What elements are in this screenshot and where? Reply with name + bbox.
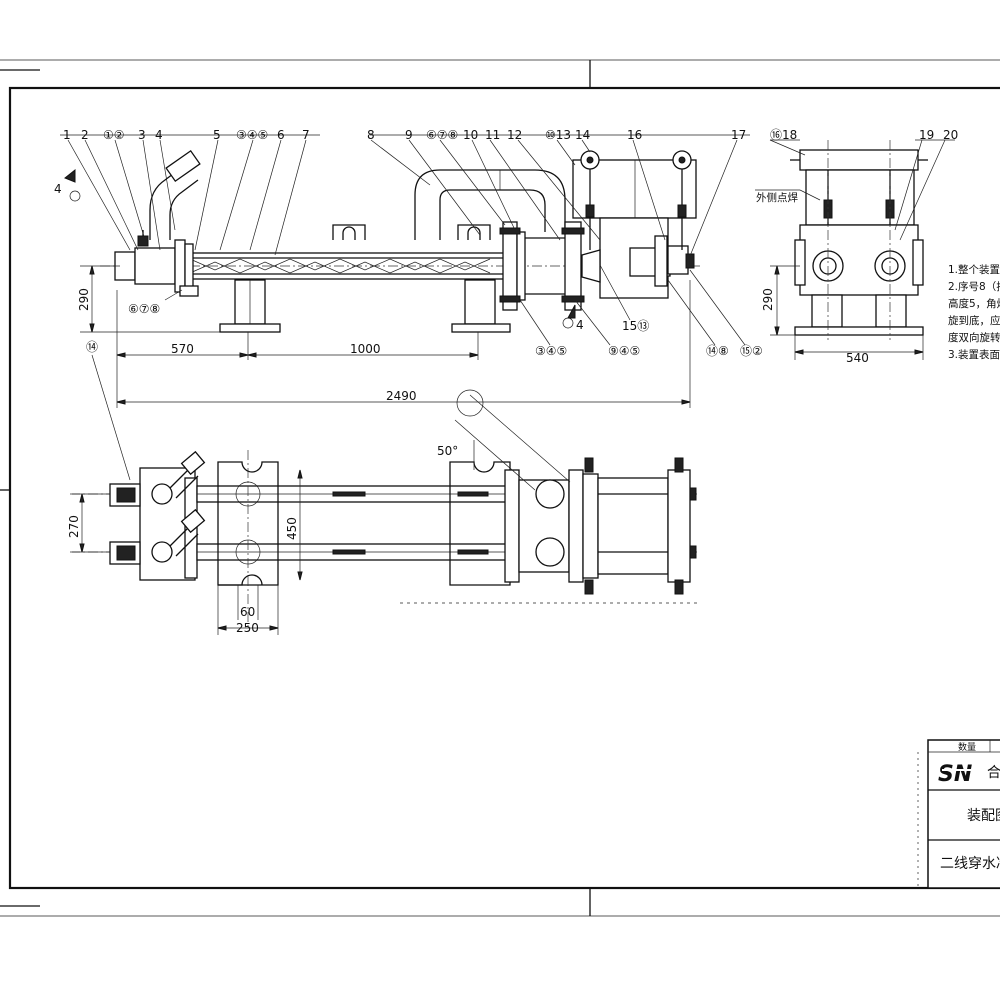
dim-text: 250 bbox=[236, 621, 259, 635]
part-label: ③④⑤ bbox=[535, 344, 567, 358]
weld-symbol-label: 4 bbox=[54, 182, 62, 196]
part-label: ⑮② bbox=[740, 344, 763, 358]
part-label: 14 bbox=[575, 128, 590, 142]
part-label: 3 bbox=[138, 128, 146, 142]
part-label: 5 bbox=[213, 128, 221, 142]
annotation-texts: 4 4 外侧点焊 50° bbox=[54, 182, 798, 458]
angle-label: 50° bbox=[437, 444, 458, 458]
front-view bbox=[64, 149, 700, 333]
part-numbers: 1 2 ①② 3 4 5 ③④⑤ 6 7 8 9 ⑥⑦⑧ 10 11 12 ⑩1… bbox=[63, 128, 958, 358]
part-label: 1 bbox=[63, 128, 71, 142]
note-line: 高度5，角焊 bbox=[948, 297, 1000, 310]
dim-text: 1000 bbox=[350, 342, 381, 356]
dim-text: 450 bbox=[285, 517, 299, 540]
front-leaders bbox=[60, 134, 750, 346]
part-label: 19 bbox=[919, 128, 934, 142]
note-line: 度双向旋转; bbox=[948, 331, 1000, 344]
technical-notes: 1.整个装置要 2.序号8（排 高度5，角焊 旋到底，应保 度双向旋转; 3.装… bbox=[948, 263, 1000, 361]
dim-text: 2490 bbox=[386, 389, 417, 403]
part-label: ⑩13 bbox=[545, 128, 571, 142]
qty-label: 数量 bbox=[958, 741, 976, 753]
company-logo: SN bbox=[938, 760, 984, 787]
weld-symbol-label: 4 bbox=[576, 318, 584, 332]
part-label: 12 bbox=[507, 128, 522, 142]
dimension-texts: 290 570 1000 2490 290 540 270 450 60 250 bbox=[67, 288, 869, 635]
part-label: 2 bbox=[81, 128, 89, 142]
note-line: 旋到底，应保 bbox=[948, 314, 1000, 327]
dim-text: 270 bbox=[67, 515, 81, 538]
part-label: ⑥⑦⑧ bbox=[426, 128, 458, 142]
note-line: 1.整个装置要 bbox=[948, 263, 1000, 276]
drawing-name: 二线穿水冷 bbox=[940, 856, 1000, 872]
part-label: 9 bbox=[405, 128, 413, 142]
side-view bbox=[755, 139, 955, 360]
company-name: 合 bbox=[987, 765, 1000, 781]
part-label: 17 bbox=[731, 128, 746, 142]
dim-text: 290 bbox=[77, 288, 91, 311]
sheet-frame bbox=[0, 59, 1000, 917]
part-label: ③④⑤ bbox=[236, 128, 268, 142]
dim-text: 290 bbox=[761, 288, 775, 311]
dim-text: 540 bbox=[846, 351, 869, 365]
part-label: 11 bbox=[485, 128, 500, 142]
logo-text: SN bbox=[938, 762, 972, 787]
part-label: 20 bbox=[943, 128, 958, 142]
part-label: ①② bbox=[103, 128, 125, 142]
part-label: 15⑬ bbox=[622, 319, 649, 333]
side-weld-note: 外侧点焊 bbox=[756, 191, 798, 204]
part-label: ⑯18 bbox=[770, 128, 797, 142]
dim-text: 60 bbox=[240, 605, 255, 619]
plan-view bbox=[70, 354, 700, 635]
note-line: 3.装置表面油 bbox=[948, 348, 1000, 361]
part-label: 8 bbox=[367, 128, 375, 142]
note-line: 2.序号8（排 bbox=[948, 280, 1000, 293]
part-label: 7 bbox=[302, 128, 310, 142]
part-label: ⑭⑧ bbox=[706, 344, 729, 358]
part-label: 16 bbox=[627, 128, 642, 142]
part-label: ⑭ bbox=[86, 340, 98, 354]
part-label: 10 bbox=[463, 128, 478, 142]
dim-text: 570 bbox=[171, 342, 194, 356]
part-label: ⑥⑦⑧ bbox=[128, 302, 160, 316]
part-label: 4 bbox=[155, 128, 163, 142]
part-label: 6 bbox=[277, 128, 285, 142]
part-label: ⑨④⑤ bbox=[608, 344, 640, 358]
front-dims bbox=[80, 265, 691, 408]
title-block: 数量 SN 合 装配图 二线穿水冷 bbox=[917, 739, 1000, 889]
drawing-type: 装配图 bbox=[967, 808, 1000, 824]
